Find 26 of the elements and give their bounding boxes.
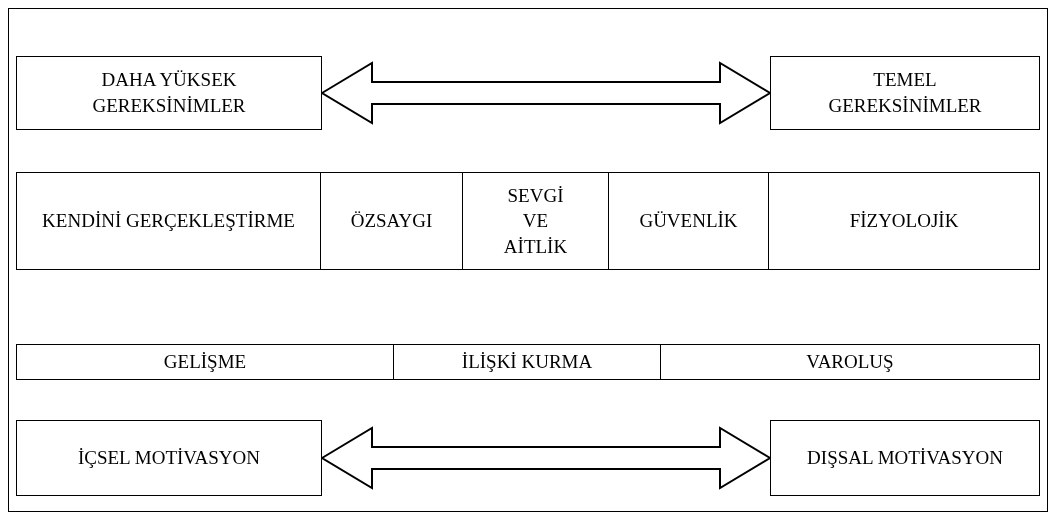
box-label: DIŞSAL MOTİVASYON (807, 446, 1003, 471)
label-box (16, 56, 322, 130)
double-block-arrow (320, 61, 772, 125)
label-box (16, 344, 394, 380)
label-box (770, 56, 1040, 130)
box-label: VAROLUŞ (806, 350, 894, 375)
box-label: DAHA YÜKSEK GEREKSİNİMLER (91, 68, 247, 118)
box-label: ÖZSAYGI (350, 209, 433, 234)
box-label: İLİŞKİ KURMA (461, 350, 593, 375)
box-label: GELİŞME (163, 350, 247, 375)
label-box (660, 344, 1040, 380)
box-label: GÜVENLİK (639, 209, 738, 234)
box-label: FİZYOLOJİK (849, 209, 959, 234)
label-box (770, 420, 1040, 496)
label-box (393, 344, 661, 380)
label-box (320, 172, 463, 270)
double-block-arrow (320, 426, 772, 490)
box-label: SEVGİ VE AİTLİK (502, 183, 569, 259)
label-box (16, 172, 321, 270)
label-box (16, 420, 322, 496)
box-label: İÇSEL MOTİVASYON (77, 446, 261, 471)
label-box (462, 172, 609, 270)
box-label: KENDİNİ GERÇEKLEŞTİRME (42, 209, 295, 234)
label-box (768, 172, 1040, 270)
label-box (608, 172, 769, 270)
box-label: TEMEL GEREKSİNİMLER (827, 68, 983, 118)
